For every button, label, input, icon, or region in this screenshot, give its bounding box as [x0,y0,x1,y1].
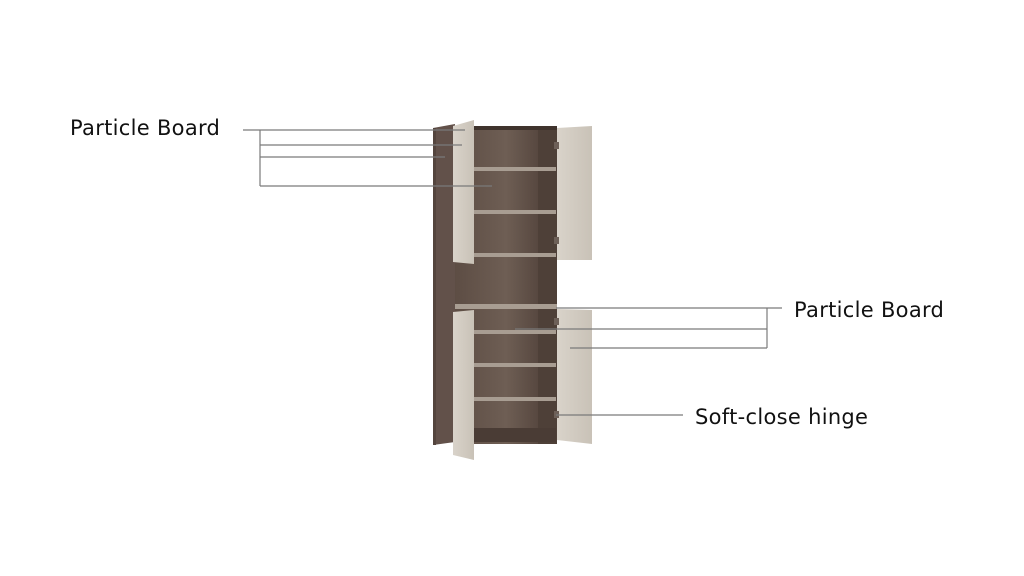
callout-label-particle-board-right: Particle Board [794,298,945,322]
callout-label-particle-board-top: Particle Board [70,116,221,140]
callout-label-soft-close-hinge: Soft-close hinge [695,405,869,429]
upper-left-door[interactable] [453,120,474,264]
lower-shelves [474,330,556,442]
leader-lines-mid-right [515,307,782,349]
leader-lines-top-left [243,129,492,187]
lower-right-door[interactable] [557,309,592,444]
lower-left-door[interactable] [453,310,474,460]
cabinet-side-panel [433,124,455,445]
upper-shelves [455,167,557,309]
upper-right-door[interactable] [557,126,592,260]
